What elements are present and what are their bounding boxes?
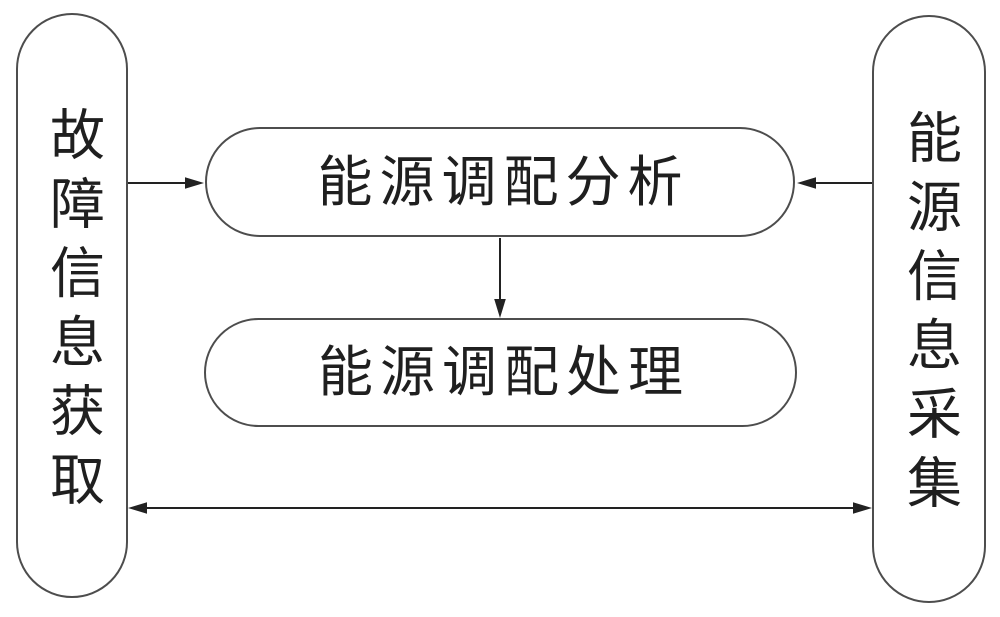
arrow-bidirectional-bottom [128, 502, 872, 514]
arrow-right-to-analysis [797, 177, 873, 189]
node-energy-dispatch-analysis: 能源调配分析 [205, 127, 795, 237]
node-energy-info-collection-label: 能源信息采集 [898, 109, 960, 523]
node-energy-info-collection: 能源信息采集 [872, 15, 986, 603]
node-energy-dispatch-analysis-label: 能源调配分析 [317, 151, 690, 213]
node-energy-dispatch-processing-label: 能源调配处理 [317, 342, 690, 403]
node-fault-info-acquisition: 故障信息获取 [16, 13, 128, 598]
arrow-analysis-to-processing [494, 238, 506, 318]
node-fault-info-acquisition-label: 故障信息获取 [41, 105, 103, 520]
node-energy-dispatch-processing: 能源调配处理 [204, 318, 797, 427]
arrow-left-to-analysis [127, 177, 204, 189]
